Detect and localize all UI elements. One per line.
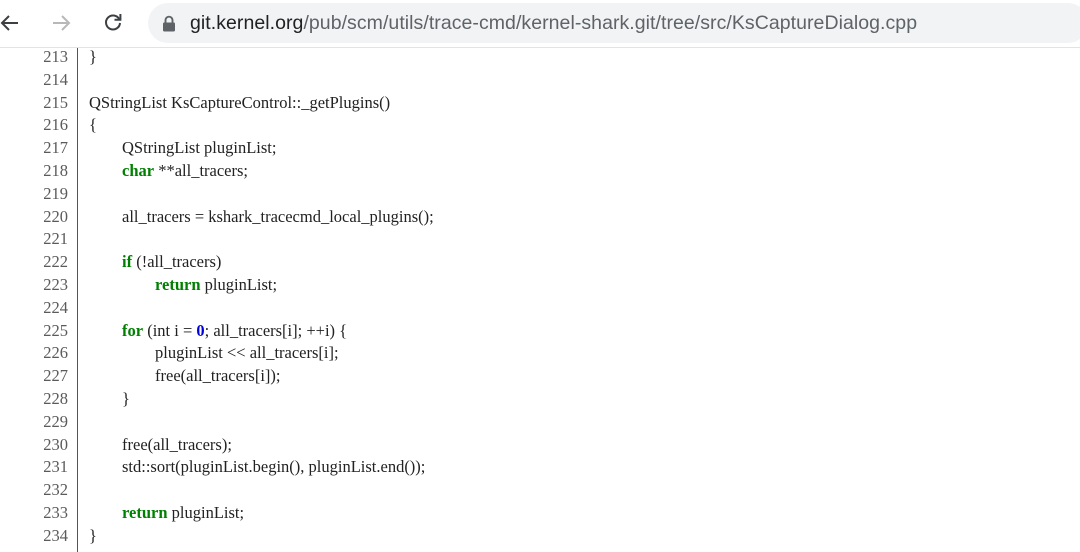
- code-line: pluginList << all_tracers[i];: [89, 342, 339, 365]
- line-number[interactable]: 225: [43, 320, 68, 340]
- code-line: return pluginList;: [89, 274, 277, 297]
- code-keyword: for: [122, 320, 144, 340]
- code-text: pluginList;: [200, 275, 278, 294]
- code-text: QStringList pluginList;: [89, 138, 277, 158]
- line-number[interactable]: 213: [43, 48, 68, 66]
- code-viewer: 213 214 215 216 217 218 219 220 221 222 223 224 225 2…: [0, 48, 1080, 552]
- code-text: **all_tracers;: [154, 161, 248, 180]
- lock-icon: [162, 14, 178, 32]
- line-number[interactable]: 226: [43, 343, 68, 363]
- code-line: QStringList pluginList;: [89, 137, 276, 160]
- code-text: free(all_tracers[i]);: [89, 366, 281, 386]
- code-line: free(all_tracers);: [89, 434, 232, 457]
- forward-button[interactable]: [45, 7, 77, 39]
- line-number[interactable]: 230: [43, 434, 68, 454]
- code-text: (!all_tracers): [132, 252, 222, 272]
- line-number[interactable]: 233: [43, 503, 68, 522]
- code-line: {: [89, 114, 97, 137]
- line-number[interactable]: 229: [43, 411, 68, 431]
- url-text[interactable]: git.kernel.org/pub/scm/utils/trace-cmd/k…: [190, 12, 917, 35]
- code-text: all_tracers = kshark_tracecmd_local_plug…: [89, 206, 434, 226]
- code-line: for (int i = 0; all_tracers[i]; ++i) {: [89, 320, 347, 343]
- line-number[interactable]: 215: [43, 92, 68, 112]
- code-text: pluginList;: [167, 503, 245, 522]
- code-line: }: [89, 48, 97, 69]
- code-text: [89, 503, 122, 522]
- code-text: [89, 321, 122, 340]
- line-number[interactable]: 220: [43, 206, 68, 226]
- code-text: [89, 161, 122, 180]
- code-text: free(all_tracers);: [89, 434, 232, 454]
- line-number[interactable]: 222: [43, 252, 68, 272]
- code-text: QStringList KsCaptureControl::_getPlugin…: [89, 92, 391, 112]
- code-line: }: [89, 525, 97, 548]
- code-text: }: [89, 389, 130, 408]
- code-keyword: char: [122, 161, 155, 180]
- browser-toolbar: git.kernel.org/pub/scm/utils/trace-cmd/k…: [0, 0, 1080, 48]
- code-line: char **all_tracers;: [89, 160, 248, 183]
- back-button[interactable]: [0, 7, 26, 39]
- code-text: [89, 275, 155, 294]
- code-text: std::sort(pluginList.begin(), pluginList…: [89, 457, 426, 477]
- line-number[interactable]: 214: [43, 69, 68, 89]
- code-text: [89, 252, 122, 271]
- line-number[interactable]: 219: [43, 183, 68, 203]
- line-number[interactable]: 232: [43, 480, 68, 500]
- line-number[interactable]: 224: [43, 297, 68, 317]
- line-number[interactable]: 223: [43, 275, 68, 294]
- line-number[interactable]: 217: [43, 138, 68, 158]
- line-number[interactable]: 216: [43, 115, 68, 135]
- code-text: ; all_tracers[i]; ++i) {: [204, 320, 348, 340]
- line-number[interactable]: 234: [43, 525, 68, 545]
- line-number[interactable]: 231: [43, 457, 68, 477]
- code-number: 0: [196, 320, 205, 340]
- code-content: }QStringList KsCaptureControl::_getPlugi…: [89, 48, 1074, 552]
- line-number[interactable]: 221: [43, 229, 68, 249]
- line-number[interactable]: 218: [43, 161, 68, 180]
- code-line: }: [89, 388, 130, 411]
- code-keyword: return: [122, 503, 168, 522]
- code-text: (int i =: [143, 320, 197, 340]
- line-number-gutter: 213 214 215 216 217 218 219 220 221 222 223 224 225 2…: [0, 48, 78, 552]
- code-text: }: [89, 48, 97, 66]
- line-number[interactable]: 228: [43, 389, 68, 408]
- forward-arrow-icon: [50, 12, 72, 34]
- code-line: if (!all_tracers): [89, 251, 221, 274]
- code-text: {: [89, 115, 97, 135]
- line-number[interactable]: 227: [43, 366, 68, 386]
- reload-icon: [102, 12, 124, 34]
- url-host: git.kernel.org: [190, 11, 304, 34]
- code-line: free(all_tracers[i]);: [89, 365, 281, 388]
- reload-button[interactable]: [97, 7, 129, 39]
- url-path: /pub/scm/utils/trace-cmd/kernel-shark.gi…: [303, 11, 918, 34]
- code-line: QStringList KsCaptureControl::_getPlugin…: [89, 92, 390, 115]
- code-text: pluginList << all_tracers[i];: [89, 343, 339, 363]
- code-line: std::sort(pluginList.begin(), pluginList…: [89, 456, 425, 479]
- code-line: all_tracers = kshark_tracecmd_local_plug…: [89, 206, 434, 229]
- code-line: return pluginList;: [89, 502, 244, 525]
- code-text: }: [89, 525, 97, 545]
- back-arrow-icon: [0, 12, 21, 34]
- code-keyword: if: [122, 252, 133, 272]
- address-bar[interactable]: git.kernel.org/pub/scm/utils/trace-cmd/k…: [148, 3, 1080, 43]
- code-keyword: return: [155, 275, 201, 294]
